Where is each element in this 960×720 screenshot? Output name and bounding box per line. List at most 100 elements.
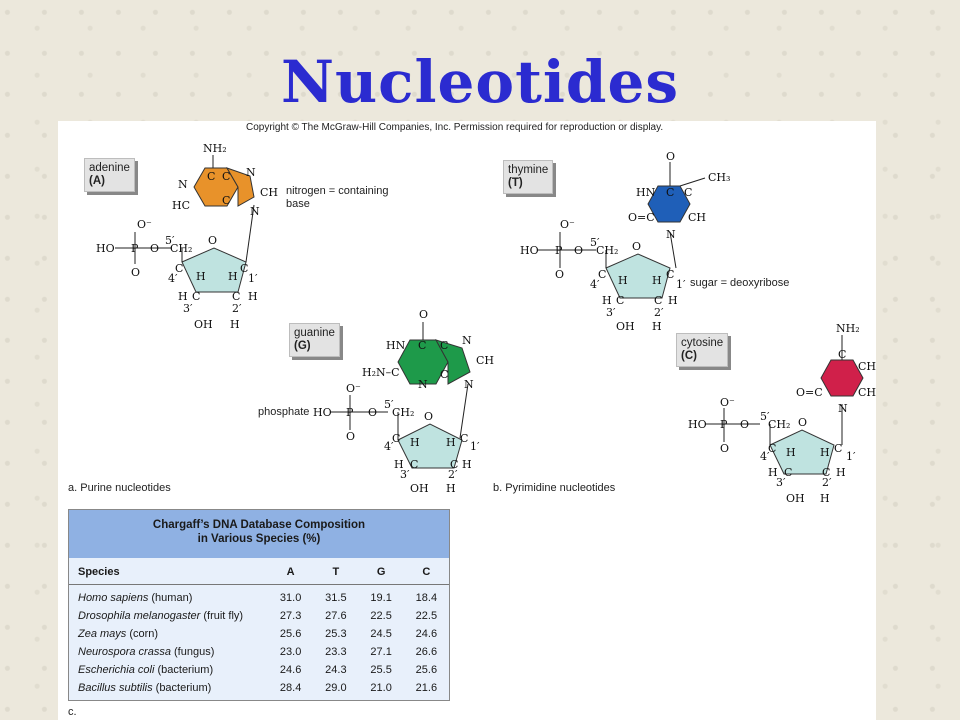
adenine-code: (A) <box>89 175 105 187</box>
col-header-a: A <box>268 558 314 585</box>
svg-text:3′: 3′ <box>400 468 410 481</box>
svg-text:HC: HC <box>172 199 190 212</box>
species-cell: Bacillus subtilis (bacterium) <box>69 679 268 697</box>
value-cell-g: 25.5 <box>370 663 392 676</box>
svg-text:H: H <box>836 466 846 479</box>
svg-text:3′: 3′ <box>183 302 193 315</box>
svg-text:O⁻: O⁻ <box>346 382 361 395</box>
value-cell-g: 24.5 <box>370 627 392 640</box>
sugar-annotation: sugar = deoxyribose <box>690 277 790 289</box>
svg-text:NH₂: NH₂ <box>836 322 860 335</box>
page-title: Nucleotides <box>280 48 680 116</box>
svg-text:N: N <box>178 178 188 191</box>
species-common-name: (fruit fly) <box>203 609 244 622</box>
svg-text:C: C <box>616 294 624 307</box>
guanine-sugar-ring <box>397 423 463 469</box>
svg-text:N: N <box>838 402 848 415</box>
svg-text:N: N <box>418 378 428 391</box>
svg-text:CH₂: CH₂ <box>768 418 790 431</box>
svg-text:C: C <box>192 290 200 303</box>
svg-text:C: C <box>440 368 448 381</box>
svg-text:C: C <box>838 348 846 361</box>
svg-text:H: H <box>786 446 796 459</box>
svg-text:O: O <box>368 406 377 419</box>
value-cell-t: 24.3 <box>325 663 347 676</box>
svg-text:HO: HO <box>96 242 115 255</box>
table-title-line2: in Various Species (%) <box>197 533 321 545</box>
svg-text:O: O <box>574 244 583 257</box>
value-cell-t: 23.3 <box>325 645 347 658</box>
species-cell: Zea mays (corn) <box>69 625 268 643</box>
svg-text:O: O <box>666 150 675 163</box>
species-common-name: (fungus) <box>174 645 215 658</box>
svg-text:5′: 5′ <box>384 398 394 411</box>
value-cell-g: 22.5 <box>370 609 392 622</box>
species-scientific-name: Zea mays <box>78 627 127 640</box>
svg-text:C: C <box>392 432 400 445</box>
svg-text:OH: OH <box>194 318 213 331</box>
col-header-species: Species <box>69 558 268 585</box>
svg-text:C: C <box>240 262 248 275</box>
value-cell-a: 27.3 <box>279 609 302 622</box>
svg-text:CH₃: CH₃ <box>708 171 730 184</box>
svg-text:P: P <box>346 406 354 419</box>
cytosine-label: cytosine (C) <box>676 333 729 367</box>
svg-text:5′: 5′ <box>590 236 600 249</box>
svg-text:C: C <box>222 194 230 207</box>
svg-text:H: H <box>446 482 456 495</box>
svg-text:N: N <box>250 205 260 218</box>
svg-text:1′: 1′ <box>676 278 686 291</box>
svg-text:H: H <box>394 458 404 471</box>
svg-text:CH: CH <box>476 354 494 367</box>
svg-text:H: H <box>602 294 612 307</box>
svg-text:H: H <box>248 290 258 303</box>
copyright-notice: Copyright © The McGraw-Hill Companies, I… <box>246 122 664 133</box>
svg-text:4′: 4′ <box>168 272 178 285</box>
svg-text:HO: HO <box>313 406 332 419</box>
svg-text:C: C <box>460 432 468 445</box>
svg-text:H: H <box>820 492 830 505</box>
table-title: Chargaff’s DNA Database Composition in V… <box>69 510 449 558</box>
caption-pyrimidine: b. Pyrimidine nucleotides <box>493 482 616 494</box>
svg-text:CH: CH <box>858 360 876 373</box>
thymine-sugar-ring <box>605 253 671 299</box>
value-cell-a: 25.6 <box>279 627 302 640</box>
svg-text:C: C <box>440 339 448 352</box>
svg-text:H₂N–C: H₂N–C <box>362 366 400 379</box>
svg-text:O: O <box>740 418 749 431</box>
value-cell-a: 23.0 <box>279 645 302 658</box>
caption-table: c. <box>68 706 77 718</box>
svg-text:2′: 2′ <box>654 306 664 319</box>
svg-text:O: O <box>798 416 807 429</box>
svg-text:C: C <box>822 466 830 479</box>
svg-text:O: O <box>150 242 159 255</box>
value-cell-a: 31.0 <box>279 591 302 604</box>
species-scientific-name: Escherichia coli <box>78 663 155 676</box>
svg-text:O⁻: O⁻ <box>720 396 735 409</box>
col-header-g: G <box>358 558 404 585</box>
svg-text:O⁻: O⁻ <box>560 218 575 231</box>
svg-text:HN: HN <box>636 186 656 199</box>
value-cell-c: 22.5 <box>415 609 438 622</box>
svg-text:5′: 5′ <box>165 234 175 247</box>
svg-text:H: H <box>668 294 678 307</box>
svg-text:H: H <box>820 446 830 459</box>
cytosine-ring <box>820 359 864 397</box>
svg-text:CH: CH <box>260 186 278 199</box>
value-cell-g: 27.1 <box>370 645 392 658</box>
svg-text:O: O <box>131 266 140 279</box>
svg-text:2′: 2′ <box>448 468 458 481</box>
value-cell-t: 27.6 <box>325 609 347 622</box>
composition-table: Species A T G C Homo sapiens (human)31.0… <box>69 558 449 697</box>
svg-text:C: C <box>410 458 418 471</box>
svg-text:P: P <box>555 244 563 257</box>
value-cell-g: 19.1 <box>370 591 392 604</box>
caption-purine: a. Purine nucleotides <box>68 482 171 494</box>
svg-text:4′: 4′ <box>760 450 770 463</box>
value-cell-t: 25.3 <box>325 627 347 640</box>
phosphate-annotation: phosphate <box>258 406 310 418</box>
